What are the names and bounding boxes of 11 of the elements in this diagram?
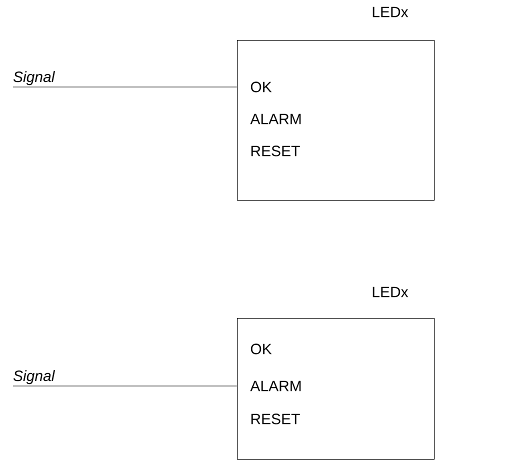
signal-label: Signal xyxy=(13,71,56,86)
pin-label: ALARM xyxy=(250,380,301,392)
pin-label: ALARM xyxy=(250,114,301,124)
pin-label: OK xyxy=(250,344,272,354)
pin-label: RESET xyxy=(251,146,300,156)
pin-label: OK xyxy=(250,82,272,92)
pin-label: RESET xyxy=(251,414,300,424)
signal-label: Signal xyxy=(13,370,56,384)
block-title: LEDx xyxy=(372,6,408,18)
signal-line xyxy=(12,86,238,88)
block-title: LEDx xyxy=(372,286,408,298)
